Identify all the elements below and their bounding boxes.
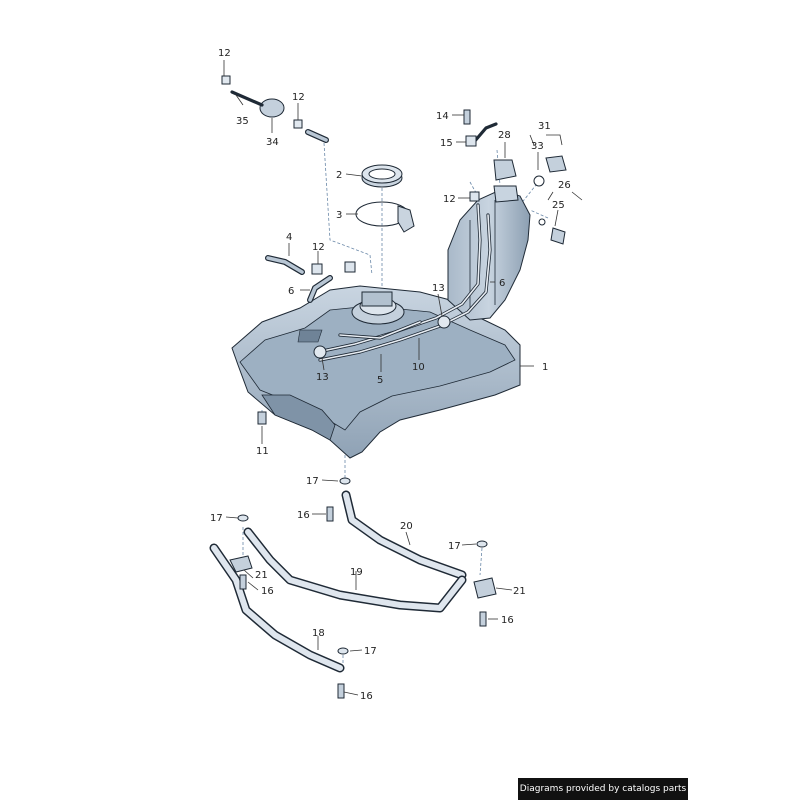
callout-33: 33 — [531, 141, 544, 152]
callout-14: 14 — [436, 111, 449, 122]
callout-16d: 16 — [360, 691, 373, 702]
callout-12d: 12 — [443, 194, 456, 205]
callout-13b: 13 — [316, 372, 329, 383]
callout-16b: 16 — [261, 586, 274, 597]
callout-35: 35 — [236, 116, 249, 127]
callout-11: 11 — [256, 446, 269, 457]
callout-12a: 12 — [218, 48, 231, 59]
callout-17a: 17 — [306, 476, 319, 487]
callout-15: 15 — [440, 138, 453, 149]
tank-straps — [209, 490, 467, 673]
callout-20: 20 — [400, 521, 413, 532]
fuel-pump-unit — [351, 291, 405, 325]
callout-12c: 12 — [312, 242, 325, 253]
callout-21b: 21 — [513, 586, 526, 597]
callout-6b: 6 — [499, 278, 505, 289]
callout-17c: 17 — [448, 541, 461, 552]
callout-5: 5 — [377, 375, 383, 386]
seal-bracket — [355, 201, 415, 233]
callout-13a: 13 — [432, 283, 445, 294]
bolt-11 — [257, 411, 267, 425]
callout-34: 34 — [266, 137, 279, 148]
callout-1: 1 — [542, 362, 548, 373]
strap-hardware — [229, 477, 497, 699]
callout-21a: 21 — [255, 570, 268, 581]
callout-17b: 17 — [210, 513, 223, 524]
vent-hoses — [265, 255, 356, 303]
fuel-filter — [221, 75, 329, 143]
callout-12b: 12 — [292, 92, 305, 103]
fuel-lines — [316, 203, 492, 362]
callout-19: 19 — [350, 567, 363, 578]
callout-labels: 12 35 34 12 2 3 4 12 6 13 13 5 10 6 1 11… — [210, 48, 571, 702]
callout-2: 2 — [336, 170, 342, 181]
callout-10: 10 — [412, 362, 425, 373]
clips — [313, 315, 451, 359]
callout-4: 4 — [286, 232, 292, 243]
fuel-cap-parts — [493, 155, 567, 245]
callout-31: 31 — [538, 121, 551, 132]
callout-28: 28 — [498, 130, 511, 141]
callout-25: 25 — [552, 200, 565, 211]
callout-16c: 16 — [501, 615, 514, 626]
callout-16a: 16 — [297, 510, 310, 521]
leader-lines — [223, 60, 583, 696]
filler-top-parts — [463, 109, 498, 202]
callout-3: 3 — [336, 210, 342, 221]
diagram-credit: Diagrams provided by catalogs parts — [518, 778, 688, 800]
fuel-tank — [231, 285, 521, 459]
callout-6a: 6 — [288, 286, 294, 297]
locking-ring — [361, 164, 403, 188]
callout-26: 26 — [558, 180, 571, 191]
callout-17d: 17 — [364, 646, 377, 657]
callout-18: 18 — [312, 628, 325, 639]
